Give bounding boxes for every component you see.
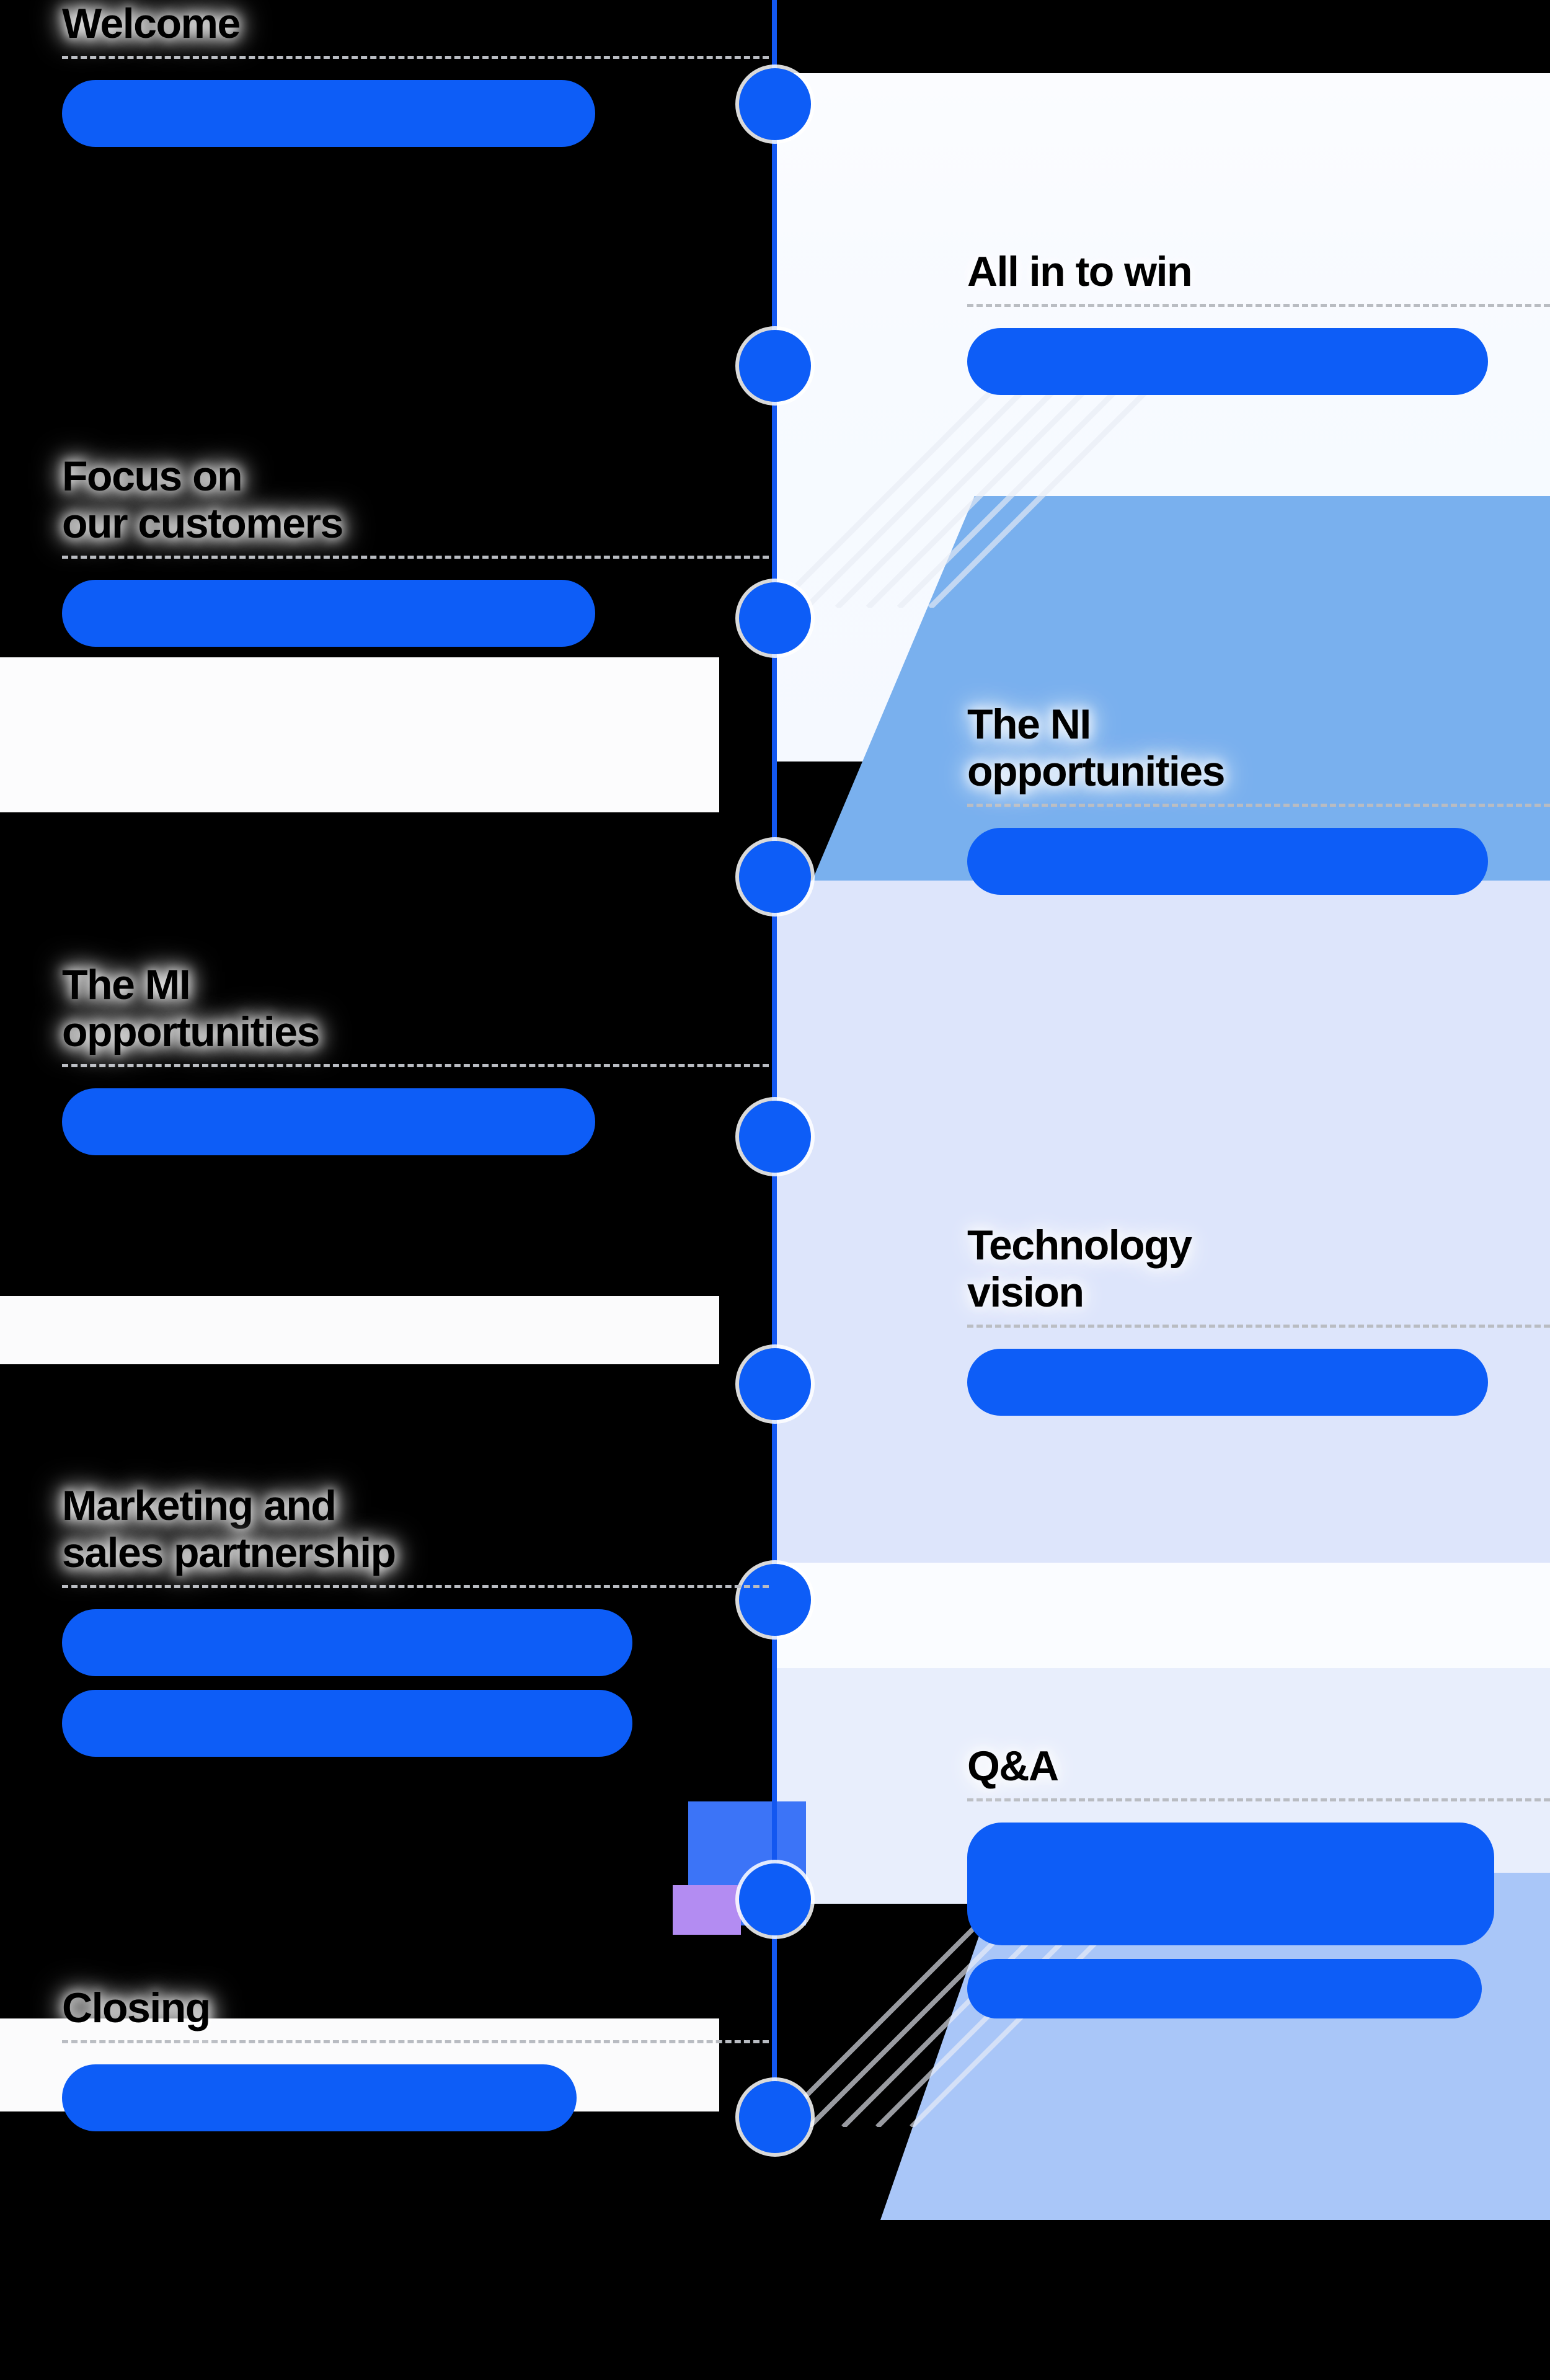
agenda-entry-the-mi-opportunities[interactable]: The MI opportunities <box>62 961 769 1156</box>
redacted-detail-focus-on-our-customers-1 <box>62 580 595 647</box>
redacted-detail-q-and-a-2 <box>967 1959 1482 2019</box>
agenda-detail-group-the-ni-opportunities <box>967 828 1550 895</box>
timeline-node-9[interactable] <box>739 2081 811 2153</box>
timeline-node-6[interactable] <box>739 1348 811 1420</box>
agenda-title-focus-on-our-customers: Focus on our customers <box>62 453 343 548</box>
agenda-detail-group-technology-vision <box>967 1349 1550 1416</box>
timeline-node-8[interactable] <box>739 1863 811 1935</box>
agenda-title-all-in-to-win: All in to win <box>967 248 1193 295</box>
agenda-detail-group-the-mi-opportunities <box>62 1088 769 1156</box>
agenda-title-technology-vision: Technology vision <box>967 1222 1192 1317</box>
agenda-divider-the-mi-opportunities <box>62 1064 769 1068</box>
agenda-entry-the-ni-opportunities[interactable]: The NI opportunities <box>967 701 1550 895</box>
agenda-entry-all-in-to-win[interactable]: All in to win <box>967 248 1550 396</box>
agenda-entry-technology-vision[interactable]: Technology vision <box>967 1222 1550 1416</box>
redacted-detail-q-and-a-1 <box>967 1823 1494 1946</box>
redacted-detail-all-in-to-win-1 <box>967 328 1488 396</box>
background-band-mid-left <box>0 657 719 812</box>
background-band-top-right <box>775 73 1550 762</box>
agenda-detail-group-q-and-a <box>967 1823 1550 2019</box>
agenda-entry-welcome[interactable]: Welcome <box>62 0 769 148</box>
agenda-title-the-ni-opportunities: The NI opportunities <box>967 701 1225 796</box>
agenda-entry-focus-on-our-customers[interactable]: Focus on our customers <box>62 453 769 647</box>
agenda-divider-closing <box>62 2040 769 2044</box>
background-band-violet <box>673 1885 741 1935</box>
timeline-node-7[interactable] <box>739 1564 811 1636</box>
agenda-divider-all-in-to-win <box>967 304 1550 308</box>
redacted-detail-closing-1 <box>62 2064 577 2132</box>
agenda-divider-marketing-and-sales-partnership <box>62 1585 769 1589</box>
agenda-detail-group-welcome <box>62 80 769 148</box>
redacted-detail-welcome-1 <box>62 80 595 148</box>
agenda-entry-marketing-and-sales-partnership[interactable]: Marketing and sales partnership <box>62 1482 769 1757</box>
agenda-detail-group-all-in-to-win <box>967 328 1550 396</box>
background-band-white-a <box>0 1296 719 1364</box>
timeline-node-2[interactable] <box>739 330 811 402</box>
redacted-detail-the-ni-opportunities-1 <box>967 828 1488 895</box>
agenda-detail-group-focus-on-our-customers <box>62 580 769 647</box>
agenda-divider-focus-on-our-customers <box>62 556 769 559</box>
agenda-entry-closing[interactable]: Closing <box>62 1984 769 2132</box>
redacted-detail-marketing-and-sales-partnership-2 <box>62 1690 632 1757</box>
timeline-node-3[interactable] <box>739 582 811 654</box>
agenda-detail-group-closing <box>62 2064 769 2132</box>
agenda-entry-q-and-a[interactable]: Q&A <box>967 1743 1550 2019</box>
timeline-node-1[interactable] <box>739 68 811 140</box>
redacted-detail-technology-vision-1 <box>967 1349 1488 1416</box>
timeline-node-4[interactable] <box>739 841 811 913</box>
agenda-title-q-and-a: Q&A <box>967 1743 1059 1790</box>
agenda-divider-the-ni-opportunities <box>967 804 1550 807</box>
agenda-title-welcome: Welcome <box>62 0 241 47</box>
timeline-node-5[interactable] <box>739 1101 811 1173</box>
redacted-detail-the-mi-opportunities-1 <box>62 1088 595 1156</box>
agenda-title-closing: Closing <box>62 1984 211 2031</box>
agenda-divider-technology-vision <box>967 1325 1550 1328</box>
timeline-spine <box>772 0 777 2146</box>
agenda-divider-q-and-a <box>967 1798 1550 1802</box>
redacted-detail-marketing-and-sales-partnership-1 <box>62 1609 632 1677</box>
background-band-white-right <box>775 1563 1550 1668</box>
agenda-divider-welcome <box>62 56 769 60</box>
agenda-detail-group-marketing-and-sales-partnership <box>62 1609 769 1757</box>
agenda-title-marketing-and-sales-partnership: Marketing and sales partnership <box>62 1482 396 1577</box>
agenda-title-the-mi-opportunities: The MI opportunities <box>62 961 320 1056</box>
